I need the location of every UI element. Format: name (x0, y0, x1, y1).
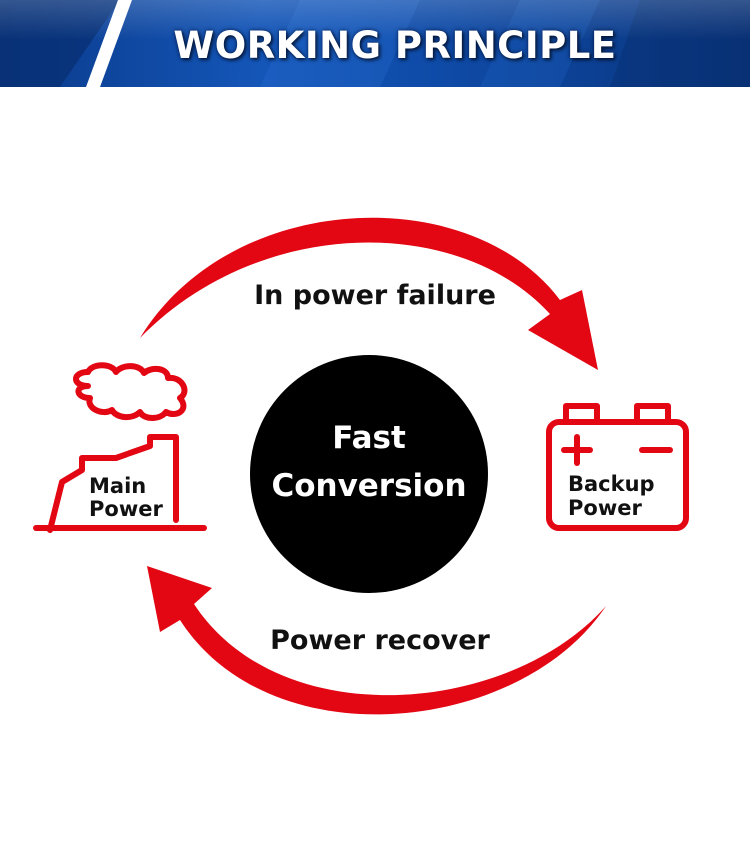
center-circle (250, 355, 488, 593)
battery-icon (546, 403, 689, 531)
backup-power-label-line2: Power (568, 496, 642, 520)
recover-label: Power recover (270, 625, 490, 656)
main-power-label-line2: Power (89, 497, 163, 521)
recover-arrow (147, 566, 606, 715)
center-title-line2: Conversion (271, 468, 467, 504)
center-title-line1: Fast (332, 420, 406, 456)
diagram-graphics (33, 217, 689, 715)
backup-power-label-line1: Backup (568, 472, 655, 496)
page-title: WORKING PRINCIPLE (173, 24, 617, 67)
header-banner: WORKING PRINCIPLE (0, 0, 750, 87)
failure-label: In power failure (254, 280, 496, 311)
factory-icon (33, 362, 207, 533)
main-power-label-line1: Main (89, 474, 147, 498)
failure-arrow (140, 217, 598, 370)
working-principle-diagram: In power failure Power recover Fast Conv… (0, 87, 750, 848)
banner-background (0, 0, 750, 87)
